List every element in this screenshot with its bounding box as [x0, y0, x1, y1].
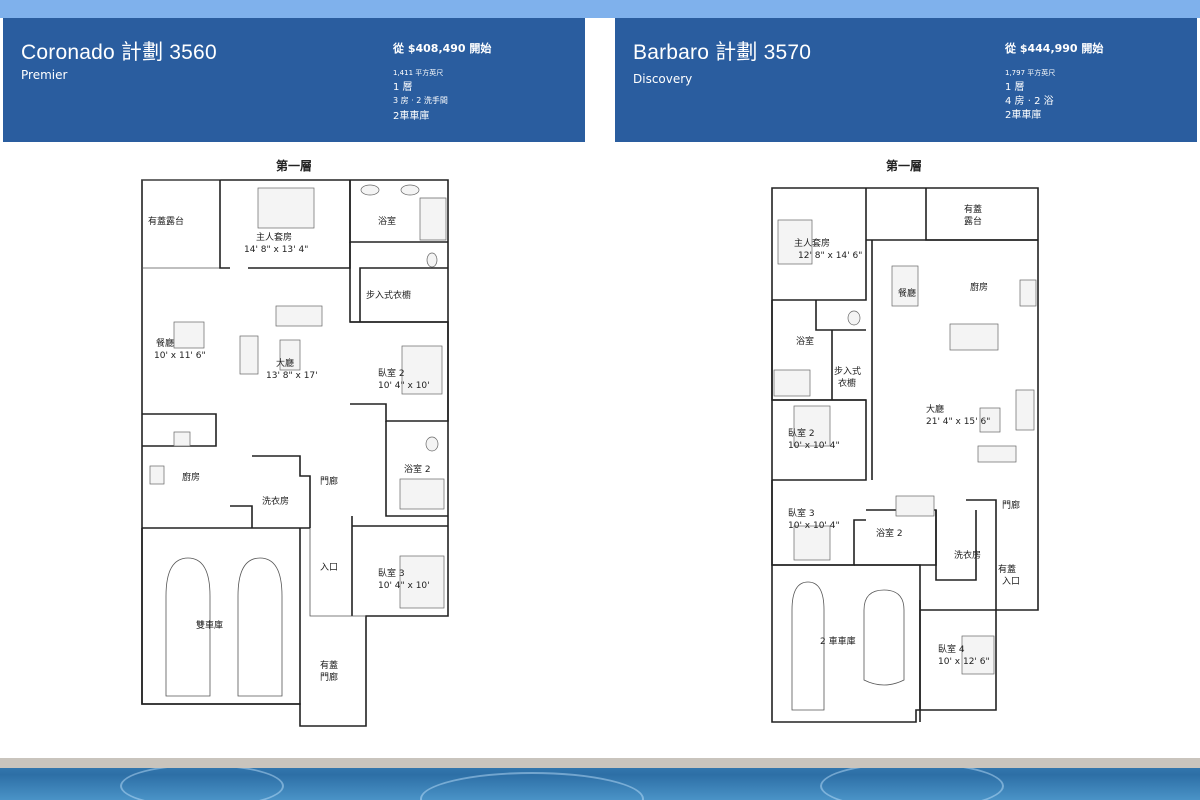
room-label: 大廳: [276, 357, 294, 369]
room-label: 門廊: [1002, 499, 1020, 511]
plan-name: Barbaro 計劃 3570: [633, 41, 812, 64]
plan-garage: 2車車庫: [1005, 110, 1042, 121]
room-label: 臥室 3: [788, 507, 815, 519]
plan-sqft: 1,797 平方英尺: [1005, 69, 1056, 77]
plan-name: Coronado 計劃 3560: [21, 41, 217, 64]
room-label: 浴室: [378, 215, 396, 227]
room-label: 臥室 2: [378, 367, 405, 379]
plan-sqft: 1,411 平方英尺: [393, 69, 444, 77]
room-dimensions: 10' x 11' 6": [154, 351, 206, 361]
floor-plan-barbaro: 有蓋 露台 主人套房 12' 8" x 14' 6" 餐廳 廚房 浴室 步入式 …: [771, 187, 1039, 723]
room-label: 臥室 3: [378, 567, 405, 579]
room-label: 入口: [1002, 576, 1020, 587]
room-dimensions: 10' x 10' 4": [788, 521, 840, 531]
room-label: 2 車車庫: [820, 635, 856, 647]
room-label: 雙車庫: [196, 619, 223, 631]
floor-plan-coronado: 有蓋露台 主人套房 14' 8" x 13' 4" 浴室 步入式衣櫥 餐廳 10…: [141, 179, 449, 727]
room-label: 廚房: [182, 471, 200, 483]
room-label: 有蓋: [320, 659, 338, 671]
plan-series: Premier: [21, 68, 68, 82]
plan-garage: 2車車庫: [393, 111, 430, 122]
room-label: 有蓋露台: [148, 215, 184, 227]
room-dimensions: 13' 8" x 17': [266, 371, 318, 381]
room-dimensions: 14' 8" x 13' 4": [244, 245, 308, 255]
top-banner-strip: [0, 0, 1200, 18]
plan-series: Discovery: [633, 72, 693, 86]
plan-floors: 1 層: [393, 82, 413, 93]
room-label: 衣櫥: [838, 377, 856, 389]
plan-card-coronado[interactable]: Coronado 計劃 3560 Premier 從 $408,490 開始 1…: [3, 18, 585, 142]
room-label: 臥室 2: [788, 427, 815, 439]
plan-rooms: 4 房 ‧ 2 浴: [1005, 96, 1054, 107]
room-label: 主人套房: [794, 237, 830, 249]
room-dimensions: 10' x 10' 4": [788, 441, 840, 451]
room-dimensions: 12' 8" x 14' 6": [798, 251, 862, 261]
room-label: 餐廳: [156, 337, 174, 349]
room-label: 門廊: [320, 475, 338, 487]
room-label: 步入式衣櫥: [366, 289, 411, 301]
room-label: 步入式: [834, 365, 861, 377]
plan-floors: 1 層: [1005, 82, 1025, 93]
room-dimensions: 10' x 12' 6": [938, 657, 990, 667]
room-label: 浴室 2: [876, 527, 903, 539]
room-dimensions: 10' 4" x 10': [378, 581, 430, 591]
room-label: 浴室: [796, 335, 814, 347]
floor-title: 第一層: [276, 159, 313, 173]
room-label: 有蓋: [964, 203, 982, 215]
room-label: 露台: [964, 215, 982, 227]
room-label: 洗衣房: [954, 549, 981, 561]
room-label: 臥室 4: [938, 643, 965, 655]
room-label: 主人套房: [256, 231, 292, 243]
room-label: 門廊: [320, 671, 338, 683]
room-label: 入口: [320, 562, 338, 573]
room-label: 浴室 2: [404, 463, 431, 475]
room-dimensions: 21' 4" x 15' 6": [926, 417, 990, 427]
room-label: 餐廳: [898, 287, 916, 299]
room-label: 洗衣房: [262, 495, 289, 507]
plan-price: 從 $408,490 開始: [393, 42, 492, 55]
room-label: 廚房: [970, 281, 988, 293]
plan-price: 從 $444,990 開始: [1005, 42, 1104, 55]
plan-rooms: 3 房 ‧ 2 洗手間: [393, 96, 448, 105]
floor-title: 第一層: [886, 159, 923, 173]
plan-card-barbaro[interactable]: Barbaro 計劃 3570 Discovery 從 $444,990 開始 …: [615, 18, 1197, 142]
room-label: 大廳: [926, 403, 944, 415]
pool-deck-edge: [0, 758, 1200, 768]
room-label: 有蓋: [998, 563, 1016, 575]
room-dimensions: 10' 4" x 10': [378, 381, 430, 391]
